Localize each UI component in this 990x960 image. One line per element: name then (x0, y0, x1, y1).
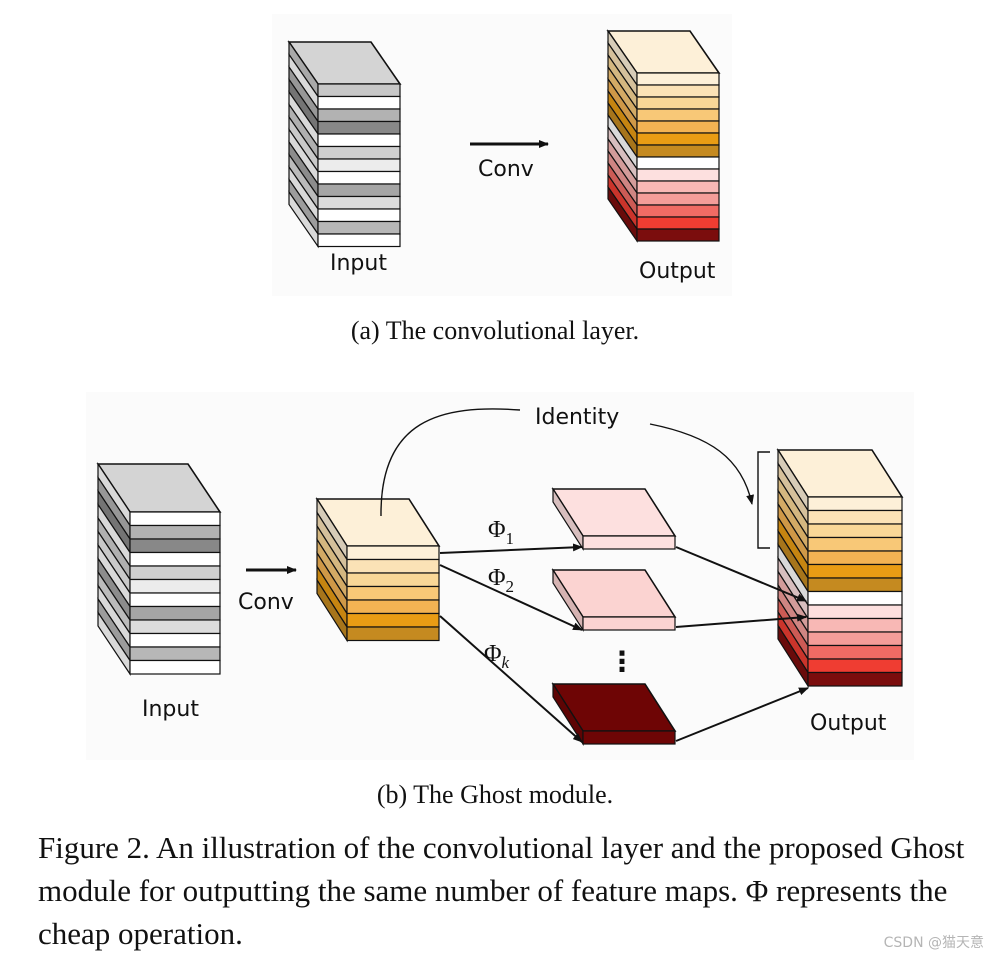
b-input-layer (129, 646, 221, 662)
figure-caption: Figure 2. An illustration of the convolu… (38, 830, 965, 951)
identity-bracket (757, 451, 770, 549)
a-input-layer (317, 195, 401, 210)
b-input-layer (129, 524, 221, 540)
panel-a-output-stack (606, 29, 721, 243)
phik-arrow (439, 615, 583, 743)
a-output-layer (636, 192, 720, 206)
b-output-layer (807, 631, 903, 647)
b-intrinsic-layer (346, 612, 440, 628)
a-output-layer (636, 108, 720, 122)
a-input-layer (317, 108, 401, 123)
b-intrinsic-layer (346, 599, 440, 615)
b-input-layer (129, 619, 221, 635)
panel-b-caption: (b) The Ghost module. (376, 780, 614, 809)
b-output-layer (807, 563, 903, 579)
a-output-layer (636, 144, 720, 158)
identity-curve-to-output (649, 423, 754, 505)
b-intrinsic-layer (346, 558, 440, 574)
identity-label: Identity (535, 405, 619, 430)
b-intrinsic-layer (346, 572, 440, 588)
b-input-layer (129, 578, 221, 594)
b-output-layer (807, 509, 903, 525)
identity-curve (380, 408, 521, 517)
a-output-layer (636, 156, 720, 170)
b-input-layer (129, 659, 221, 675)
b-output-layer (807, 617, 903, 633)
b-output-layer (807, 577, 903, 593)
phi1-label: Φ1 (488, 517, 514, 548)
phik-label: Φk (484, 641, 510, 672)
panel-a-output-label: Output (639, 259, 716, 284)
panel-a-input-label: Input (330, 251, 387, 276)
a-input-layer (317, 95, 401, 110)
b-output-layer (807, 604, 903, 620)
b-input-layer (129, 511, 221, 527)
ghostk-to-output-arrow (675, 687, 809, 742)
panel-a: Conv Input Output (287, 29, 721, 284)
a-output-layer (636, 168, 720, 182)
ghost-map-front (582, 730, 676, 745)
b-output-layer (807, 523, 903, 539)
a-input-layer (317, 120, 401, 135)
b-input-layer (129, 565, 221, 581)
panel-b-output-label: Output (810, 711, 887, 736)
panel-b-background (86, 392, 914, 760)
b-intrinsic-layer (346, 626, 440, 642)
a-output-layer (636, 180, 720, 194)
b-output-layer (807, 550, 903, 566)
a-output-layer (636, 72, 720, 86)
panel-b-intrinsic-stack (315, 496, 441, 643)
a-input-layer (317, 220, 401, 235)
ghost-map-front (582, 535, 676, 550)
b-output-layer (807, 590, 903, 606)
b-input-layer (129, 551, 221, 567)
ghost-ellipsis: ⋮ (608, 645, 636, 678)
a-input-layer (317, 183, 401, 198)
panel-b: Conv Identity Φ1 Φ2 Φk ⋮ Input Output (96, 405, 904, 747)
b-output-layer (807, 536, 903, 552)
panel-a-input-stack (287, 40, 402, 249)
panel-b-ghost-maps (551, 486, 677, 747)
ghost1-to-output-arrow (675, 546, 807, 602)
b-input-layer (129, 605, 221, 621)
panel-b-output-stack (776, 447, 904, 689)
b-intrinsic-layer (346, 585, 440, 601)
b-input-layer (129, 538, 221, 554)
ghost-map-front (582, 616, 676, 631)
a-input-layer (317, 145, 401, 160)
a-output-layer (636, 84, 720, 98)
b-input-layer (129, 592, 221, 608)
a-output-layer (636, 216, 720, 230)
panel-a-caption: (a) The convolutional layer. (350, 316, 640, 345)
b-input-layer (129, 632, 221, 648)
a-output-layer (636, 120, 720, 134)
b-output-layer (807, 496, 903, 512)
b-output-layer (807, 658, 903, 674)
a-input-layer (317, 158, 401, 173)
ghost2-to-output-arrow (675, 613, 807, 628)
b-output-layer (807, 644, 903, 660)
a-input-layer (317, 208, 401, 223)
a-input-layer (317, 133, 401, 148)
panel-b-input-label: Input (142, 697, 199, 722)
panel-b-input-stack (96, 462, 222, 676)
a-input-layer (317, 170, 401, 185)
b-output-layer (807, 671, 903, 687)
a-input-layer (317, 233, 401, 248)
watermark: CSDN @猫天意 (883, 935, 984, 951)
panel-a-conv-label: Conv (478, 157, 534, 182)
a-output-layer (636, 96, 720, 110)
b-intrinsic-layer (346, 545, 440, 561)
a-output-layer (636, 228, 720, 242)
a-input-layer (317, 83, 401, 98)
panel-b-conv-label: Conv (238, 590, 294, 615)
phi1-arrow (439, 543, 583, 554)
phi2-arrow (439, 564, 583, 631)
phi2-label: Φ2 (488, 565, 514, 596)
a-output-layer (636, 132, 720, 146)
a-output-layer (636, 204, 720, 218)
figure-canvas: Conv Input Output Conv Identity Φ1 Φ2 Φk… (86, 29, 914, 760)
